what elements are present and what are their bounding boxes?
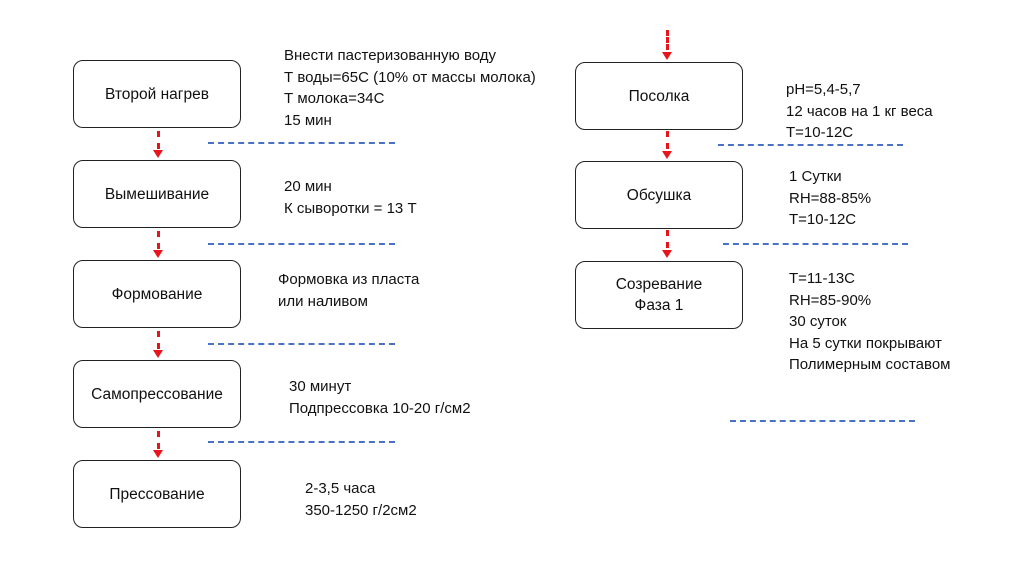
- note-line: Внести пастеризованную воду: [284, 47, 497, 64]
- step-label: Самопрессование: [91, 385, 223, 403]
- note-line: Подпрессовка 10-20 г/см2: [289, 399, 471, 417]
- step-box-forming: Формование: [73, 260, 241, 328]
- step-box-drying: Обсушка: [575, 161, 743, 229]
- note-line: 30 минут: [289, 378, 352, 395]
- note-line: К сыворотки = 13 Т: [284, 199, 417, 217]
- step-label: Формование: [111, 285, 203, 303]
- note-line: RH=88-85%: [789, 189, 872, 207]
- note-line: Т воды=65С (10% от массы молока): [284, 68, 536, 86]
- step-label-line: Созревание: [615, 276, 703, 293]
- separator-line: [718, 144, 903, 146]
- step-box-mixing: Вымешивание: [73, 160, 241, 228]
- separator-line: [208, 243, 395, 245]
- flow-arrow-down-icon: [662, 131, 672, 161]
- note-line: Полимерным составом: [789, 356, 951, 373]
- step-notes-ripening-phase-1: Т=11-13С RH=85-90% 30 суток На 5 сутки п…: [789, 268, 950, 376]
- step-box-salting: Посолка: [575, 62, 743, 130]
- note-line: Т=10-12С: [786, 124, 854, 141]
- note-line: 2-3,5 часа: [305, 480, 376, 497]
- note-line: Формовка из пласта: [278, 271, 420, 288]
- step-label: Обсушка: [626, 186, 692, 204]
- note-line: Т=10-12С: [789, 211, 857, 228]
- step-notes-self-pressing: 30 минут Подпрессовка 10-20 г/см2: [289, 376, 471, 419]
- note-line: 12 часов на 1 кг веса: [786, 102, 933, 120]
- note-line: Т=11-13С: [789, 270, 856, 287]
- step-notes-pressing: 2-3,5 часа 350-1250 г/2см2: [305, 478, 417, 521]
- note-line: Т молока=34С: [284, 90, 385, 107]
- note-line: 15 мин: [284, 111, 332, 129]
- separator-line: [208, 343, 395, 345]
- note-line: 20 мин: [284, 178, 332, 195]
- step-notes-salting: pH=5,4-5,7 12 часов на 1 кг веса Т=10-12…: [786, 79, 933, 144]
- flow-arrow-down-icon: [153, 431, 163, 459]
- note-line: pH=5,4-5,7: [786, 81, 861, 98]
- step-notes-mixing: 20 мин К сыворотки = 13 Т: [284, 176, 417, 219]
- step-box-pressing: Прессование: [73, 460, 241, 528]
- step-label: Прессование: [109, 485, 205, 503]
- note-line: 30 суток: [789, 313, 847, 330]
- step-box-self-pressing: Самопрессование: [73, 360, 241, 428]
- flow-arrow-down-icon: [153, 231, 163, 259]
- step-label-line: Фаза 1: [634, 297, 684, 314]
- flow-arrow-down-icon: [662, 30, 672, 61]
- note-line: RH=85-90%: [789, 291, 872, 309]
- separator-line: [723, 243, 908, 245]
- step-label: Вымешивание: [104, 185, 210, 203]
- step-label: Второй нагрев: [105, 85, 209, 103]
- flow-arrow-down-icon: [153, 331, 163, 359]
- step-notes-second-heating: Внести пастеризованную воду Т воды=65С (…: [284, 45, 536, 131]
- note-line: 1 Сутки: [789, 168, 842, 185]
- step-notes-drying: 1 Сутки RH=88-85% Т=10-12С: [789, 166, 871, 231]
- flow-arrow-down-icon: [153, 131, 163, 159]
- note-line: или наливом: [278, 292, 368, 310]
- step-box-second-heating: Второй нагрев: [73, 60, 241, 128]
- flow-arrow-down-icon: [662, 230, 672, 260]
- step-label: Посолка: [628, 87, 690, 105]
- note-line: 350-1250 г/2см2: [305, 501, 417, 519]
- separator-line: [208, 142, 395, 144]
- separator-line: [208, 441, 395, 443]
- separator-line: [730, 420, 915, 422]
- step-box-ripening-phase-1: Созревание Фаза 1: [575, 261, 743, 329]
- step-notes-forming: Формовка из пласта или наливом: [278, 269, 419, 312]
- note-line: На 5 сутки покрывают: [789, 334, 942, 352]
